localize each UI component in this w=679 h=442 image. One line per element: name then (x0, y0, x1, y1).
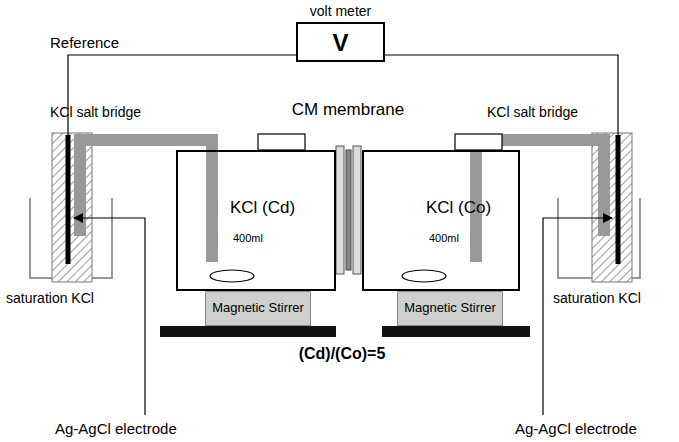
electrode-label: Ag-AgCl electrode (55, 420, 177, 437)
salt-bridge (476, 140, 604, 262)
salt-bridge-label: KCl salt bridge (487, 104, 578, 120)
voltmeter-box: volt meterV (296, 22, 385, 62)
leader-line (543, 218, 612, 415)
stir-bar (402, 270, 446, 282)
salt-bridge (80, 140, 212, 262)
stirrer-label: Magnetic Stirrer (402, 301, 498, 316)
magnetic-stirrer: Magnetic Stirrer (205, 291, 311, 326)
concentration-ratio: (Cd)/(Co)=5 (299, 345, 386, 363)
wire (384, 55, 618, 135)
beaker: KCl (Co) 400ml (362, 150, 520, 291)
vessel-label: saturation KCl (6, 290, 94, 306)
vessel-label: saturation KCl (553, 290, 641, 306)
volume-label: 400ml (233, 232, 263, 245)
wire (68, 55, 296, 135)
solution-label: KCl (Co) (426, 198, 491, 218)
salt-bridge-label: KCl salt bridge (50, 104, 141, 120)
electrode-label: Ag-AgCl electrode (515, 420, 637, 437)
cm-membrane (346, 150, 351, 270)
membrane-flange (336, 146, 344, 274)
stirrer-plate (160, 326, 336, 337)
leader-line (74, 218, 145, 415)
stir-bar (210, 270, 254, 282)
volume-label: 400ml (429, 232, 459, 245)
beaker: KCl (Cd) 400ml (176, 150, 336, 291)
beaker-lid (455, 134, 502, 150)
voltmeter-symbol: V (332, 29, 348, 57)
voltmeter-heading: volt meter (310, 3, 371, 19)
electrode-rod (616, 135, 621, 264)
membrane-flange (353, 146, 361, 274)
membrane-label: CM membrane (292, 100, 404, 120)
magnetic-stirrer: Magnetic Stirrer (397, 291, 503, 326)
stirrer-label: Magnetic Stirrer (210, 301, 306, 316)
reference-label: Reference (50, 34, 119, 51)
stirrer-plate (382, 326, 530, 337)
electrode-rod (66, 135, 71, 264)
beaker-lid (258, 134, 305, 150)
solution-label: KCl (Cd) (230, 198, 295, 218)
